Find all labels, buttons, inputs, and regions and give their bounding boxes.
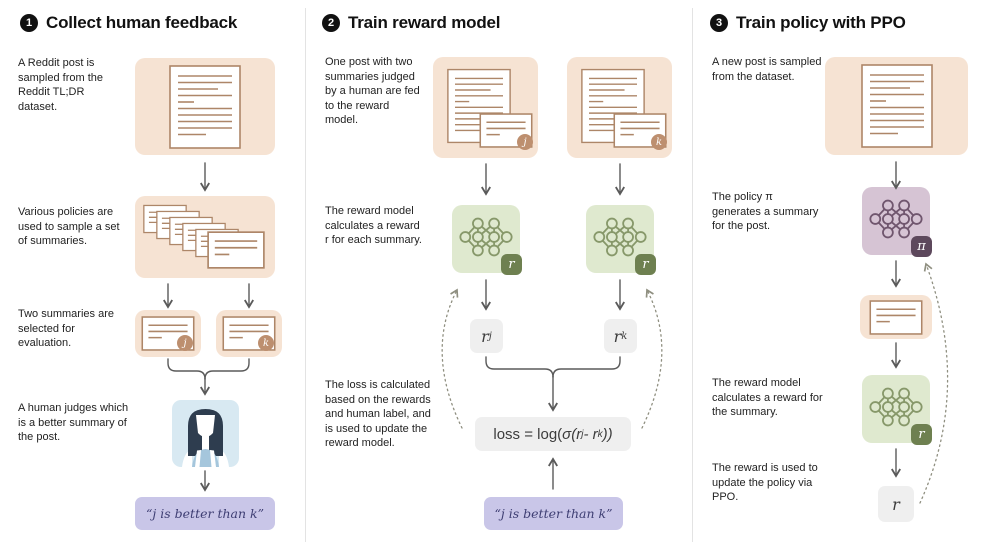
column-3-title: Train policy with PPO [736,13,906,32]
summary-set-box [135,196,275,278]
step-2-badge: 2 [322,14,340,32]
brace-left [167,358,206,380]
document-icon [169,65,241,149]
column-2-header: 2 Train reward model [322,13,500,33]
document-icon [861,64,933,148]
human-judge-box [172,400,239,467]
caption-post-two-summaries: One post with two summaries judged by a … [325,56,420,127]
step-3-badge: 3 [710,14,728,32]
column-3-header: 3 Train policy with PPO [710,13,906,33]
preference-quote: “j is better than k” [484,497,623,530]
brace-right [552,356,621,378]
summary-k-badge: k [651,134,667,150]
summary-j-card: j [135,310,201,357]
person-icon [182,409,229,467]
summary-j-badge: j [517,134,533,150]
caption-reddit-post: A Reddit post is sampled from the Reddit… [18,57,103,113]
neural-network-icon [869,386,923,428]
reddit-post-box [135,58,275,155]
column-1-title: Collect human feedback [46,13,238,32]
column-divider-2 [692,8,693,542]
caption-ppo-update: The reward is used to update the policy … [712,462,818,504]
column-divider-1 [305,8,306,542]
reward-model-j-box: r [452,205,522,275]
post-summary-k-box: k [567,57,672,158]
caption-new-post: A new post is sampled from the dataset. [712,56,822,83]
reward-badge: r [635,254,656,275]
summary-j-badge: j [177,335,193,351]
caption-reward-calculated: The reward model calculates a reward for… [712,377,823,419]
reward-model-box: r [862,375,932,445]
stacked-summaries-icon [143,204,265,269]
reward-value: r [878,486,914,522]
caption-policy-generates: The policy π generates a summary for the… [712,191,819,233]
caption-various-policies: Various policies are used to sample a se… [18,206,120,248]
dotted-update-left [441,288,463,429]
caption-reward-model: The reward model calculates a reward r f… [325,205,422,247]
summary-k-card: k [216,310,282,357]
column-1-header: 1 Collect human feedback [20,13,237,33]
summary-k-badge: k [258,335,274,351]
brace-right [204,358,250,380]
policy-badge: π [911,236,932,257]
reward-badge: r [911,424,932,445]
policy-model-box: π [862,187,932,257]
neural-network-icon [593,216,647,258]
caption-loss: The loss is calculated based on the rewa… [325,379,431,450]
neural-network-icon [869,198,923,240]
step-1-badge: 1 [20,14,38,32]
reward-badge: r [501,254,522,275]
reward-model-k-box: r [586,205,656,275]
generated-summary-box [860,295,932,339]
caption-two-summaries: Two summaries are selected for evaluatio… [18,308,114,350]
summary-card-icon [869,300,923,335]
new-post-box [825,57,968,155]
dotted-update-right [641,288,663,429]
neural-network-icon [459,216,513,258]
post-summary-j-box: j [433,57,538,158]
brace-left [485,356,554,378]
preference-quote: “j is better than k” [135,497,275,530]
column-2-title: Train reward model [348,13,501,32]
caption-human-judges: A human judges which is a better summary… [18,402,129,444]
